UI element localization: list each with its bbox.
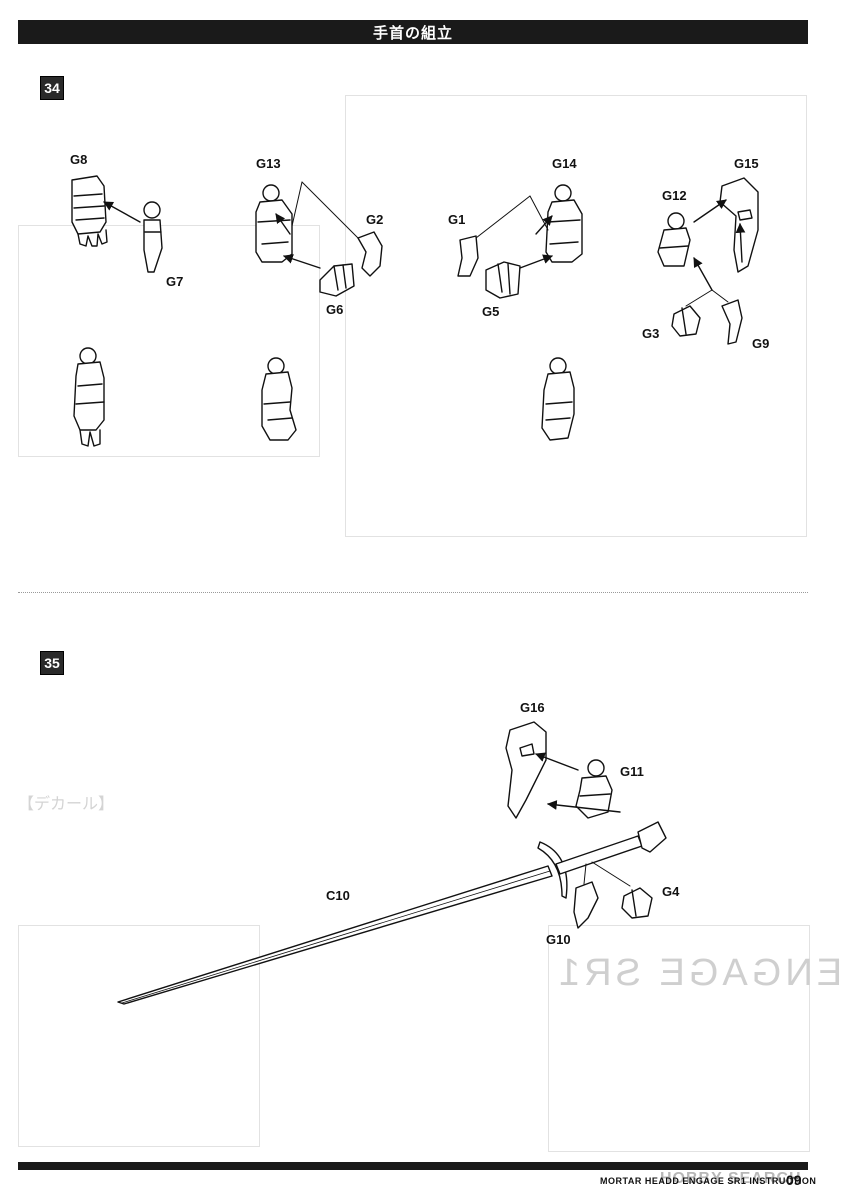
guide-line-g3-g9 bbox=[685, 289, 729, 307]
part-label-g8: G8 bbox=[70, 152, 88, 167]
fingers-g5-part bbox=[485, 261, 521, 299]
part-label-g3: G3 bbox=[642, 326, 660, 341]
sword-c10-part bbox=[117, 821, 667, 1005]
section-header: 手首の組立 bbox=[18, 20, 808, 44]
part-label-g5: G5 bbox=[482, 304, 500, 319]
part-label-g13: G13 bbox=[256, 156, 281, 171]
guide-line-g2 bbox=[301, 181, 359, 239]
arrow-g4-to-g11 bbox=[547, 800, 621, 813]
arrow-g1-to-g14 bbox=[535, 215, 553, 235]
part-label-g12: G12 bbox=[662, 188, 687, 203]
page-number: 09 bbox=[786, 1172, 802, 1188]
arrow-g9-to-g15 bbox=[735, 223, 746, 263]
arrow-g3-g9-to-g12 bbox=[693, 257, 713, 291]
part-label-g14: G14 bbox=[552, 156, 577, 171]
assembled-open-hand bbox=[73, 347, 105, 447]
fingers-g6-part bbox=[319, 263, 355, 297]
wrist-g12-part bbox=[657, 212, 691, 267]
thumb-g10-part bbox=[573, 881, 599, 929]
guide-line-g10 bbox=[583, 863, 587, 885]
footer-title: MORTAR HEADD ENGAGE SR1 INSTRUCTION bbox=[600, 1176, 817, 1186]
arrow-g12-to-g15 bbox=[693, 199, 727, 223]
fingers-g3-part bbox=[671, 305, 701, 337]
wrist-joint-g7-part bbox=[143, 201, 163, 273]
open-hand-g8-part bbox=[71, 175, 108, 247]
guide-line-g4-g10 bbox=[591, 861, 631, 887]
hand-shell-g15-part bbox=[719, 177, 759, 273]
hand-shell-g16-part bbox=[505, 721, 547, 819]
part-label-g2: G2 bbox=[366, 212, 384, 227]
fingers-g4-part bbox=[621, 887, 653, 919]
arrow-g7-to-g8 bbox=[103, 201, 141, 223]
watermark-text: HOBBY SEARCH bbox=[660, 1170, 802, 1187]
part-label-g1: G1 bbox=[448, 212, 466, 227]
part-label-g7: G7 bbox=[166, 274, 184, 289]
ghost-panel-bottom-left bbox=[18, 925, 260, 1147]
part-label-g6: G6 bbox=[326, 302, 344, 317]
part-label-g16: G16 bbox=[520, 700, 545, 715]
assembled-fist-2 bbox=[541, 357, 575, 441]
arrow-g5-to-g14 bbox=[519, 254, 553, 269]
ghost-panel-right bbox=[345, 95, 807, 537]
section-title: 手首の組立 bbox=[372, 24, 453, 42]
guide-line-g14 bbox=[529, 195, 549, 231]
arrow-g6-to-g13 bbox=[283, 254, 321, 269]
step-divider bbox=[18, 592, 808, 593]
part-label-c10: C10 bbox=[326, 888, 350, 903]
footer-rule bbox=[18, 1162, 808, 1170]
guide-line-g1 bbox=[475, 195, 531, 239]
ghost-decal-heading: 【デカール】 bbox=[18, 796, 115, 813]
part-label-g10: G10 bbox=[546, 932, 571, 947]
part-label-g4: G4 bbox=[662, 884, 680, 899]
assembled-fist-1 bbox=[261, 357, 297, 441]
hand-frame-g13-part bbox=[255, 184, 293, 263]
arrow-g11-to-g16 bbox=[535, 752, 579, 771]
part-label-g9: G9 bbox=[752, 336, 770, 351]
guide-line-g13 bbox=[291, 181, 303, 227]
ghost-panel-left bbox=[18, 225, 320, 457]
part-label-g11: G11 bbox=[620, 764, 644, 779]
thumb-g9-part bbox=[721, 299, 743, 345]
arrow-g2-to-g13 bbox=[275, 213, 291, 235]
hand-frame-g14-part bbox=[545, 184, 583, 263]
thumb-g2-part bbox=[357, 231, 383, 277]
step-number-34: 34 bbox=[40, 76, 64, 100]
ghost-panel-bottom-right bbox=[548, 925, 810, 1152]
part-label-g15: G15 bbox=[734, 156, 759, 171]
thumb-g1-part bbox=[457, 235, 479, 277]
step-number-35: 35 bbox=[40, 651, 64, 675]
